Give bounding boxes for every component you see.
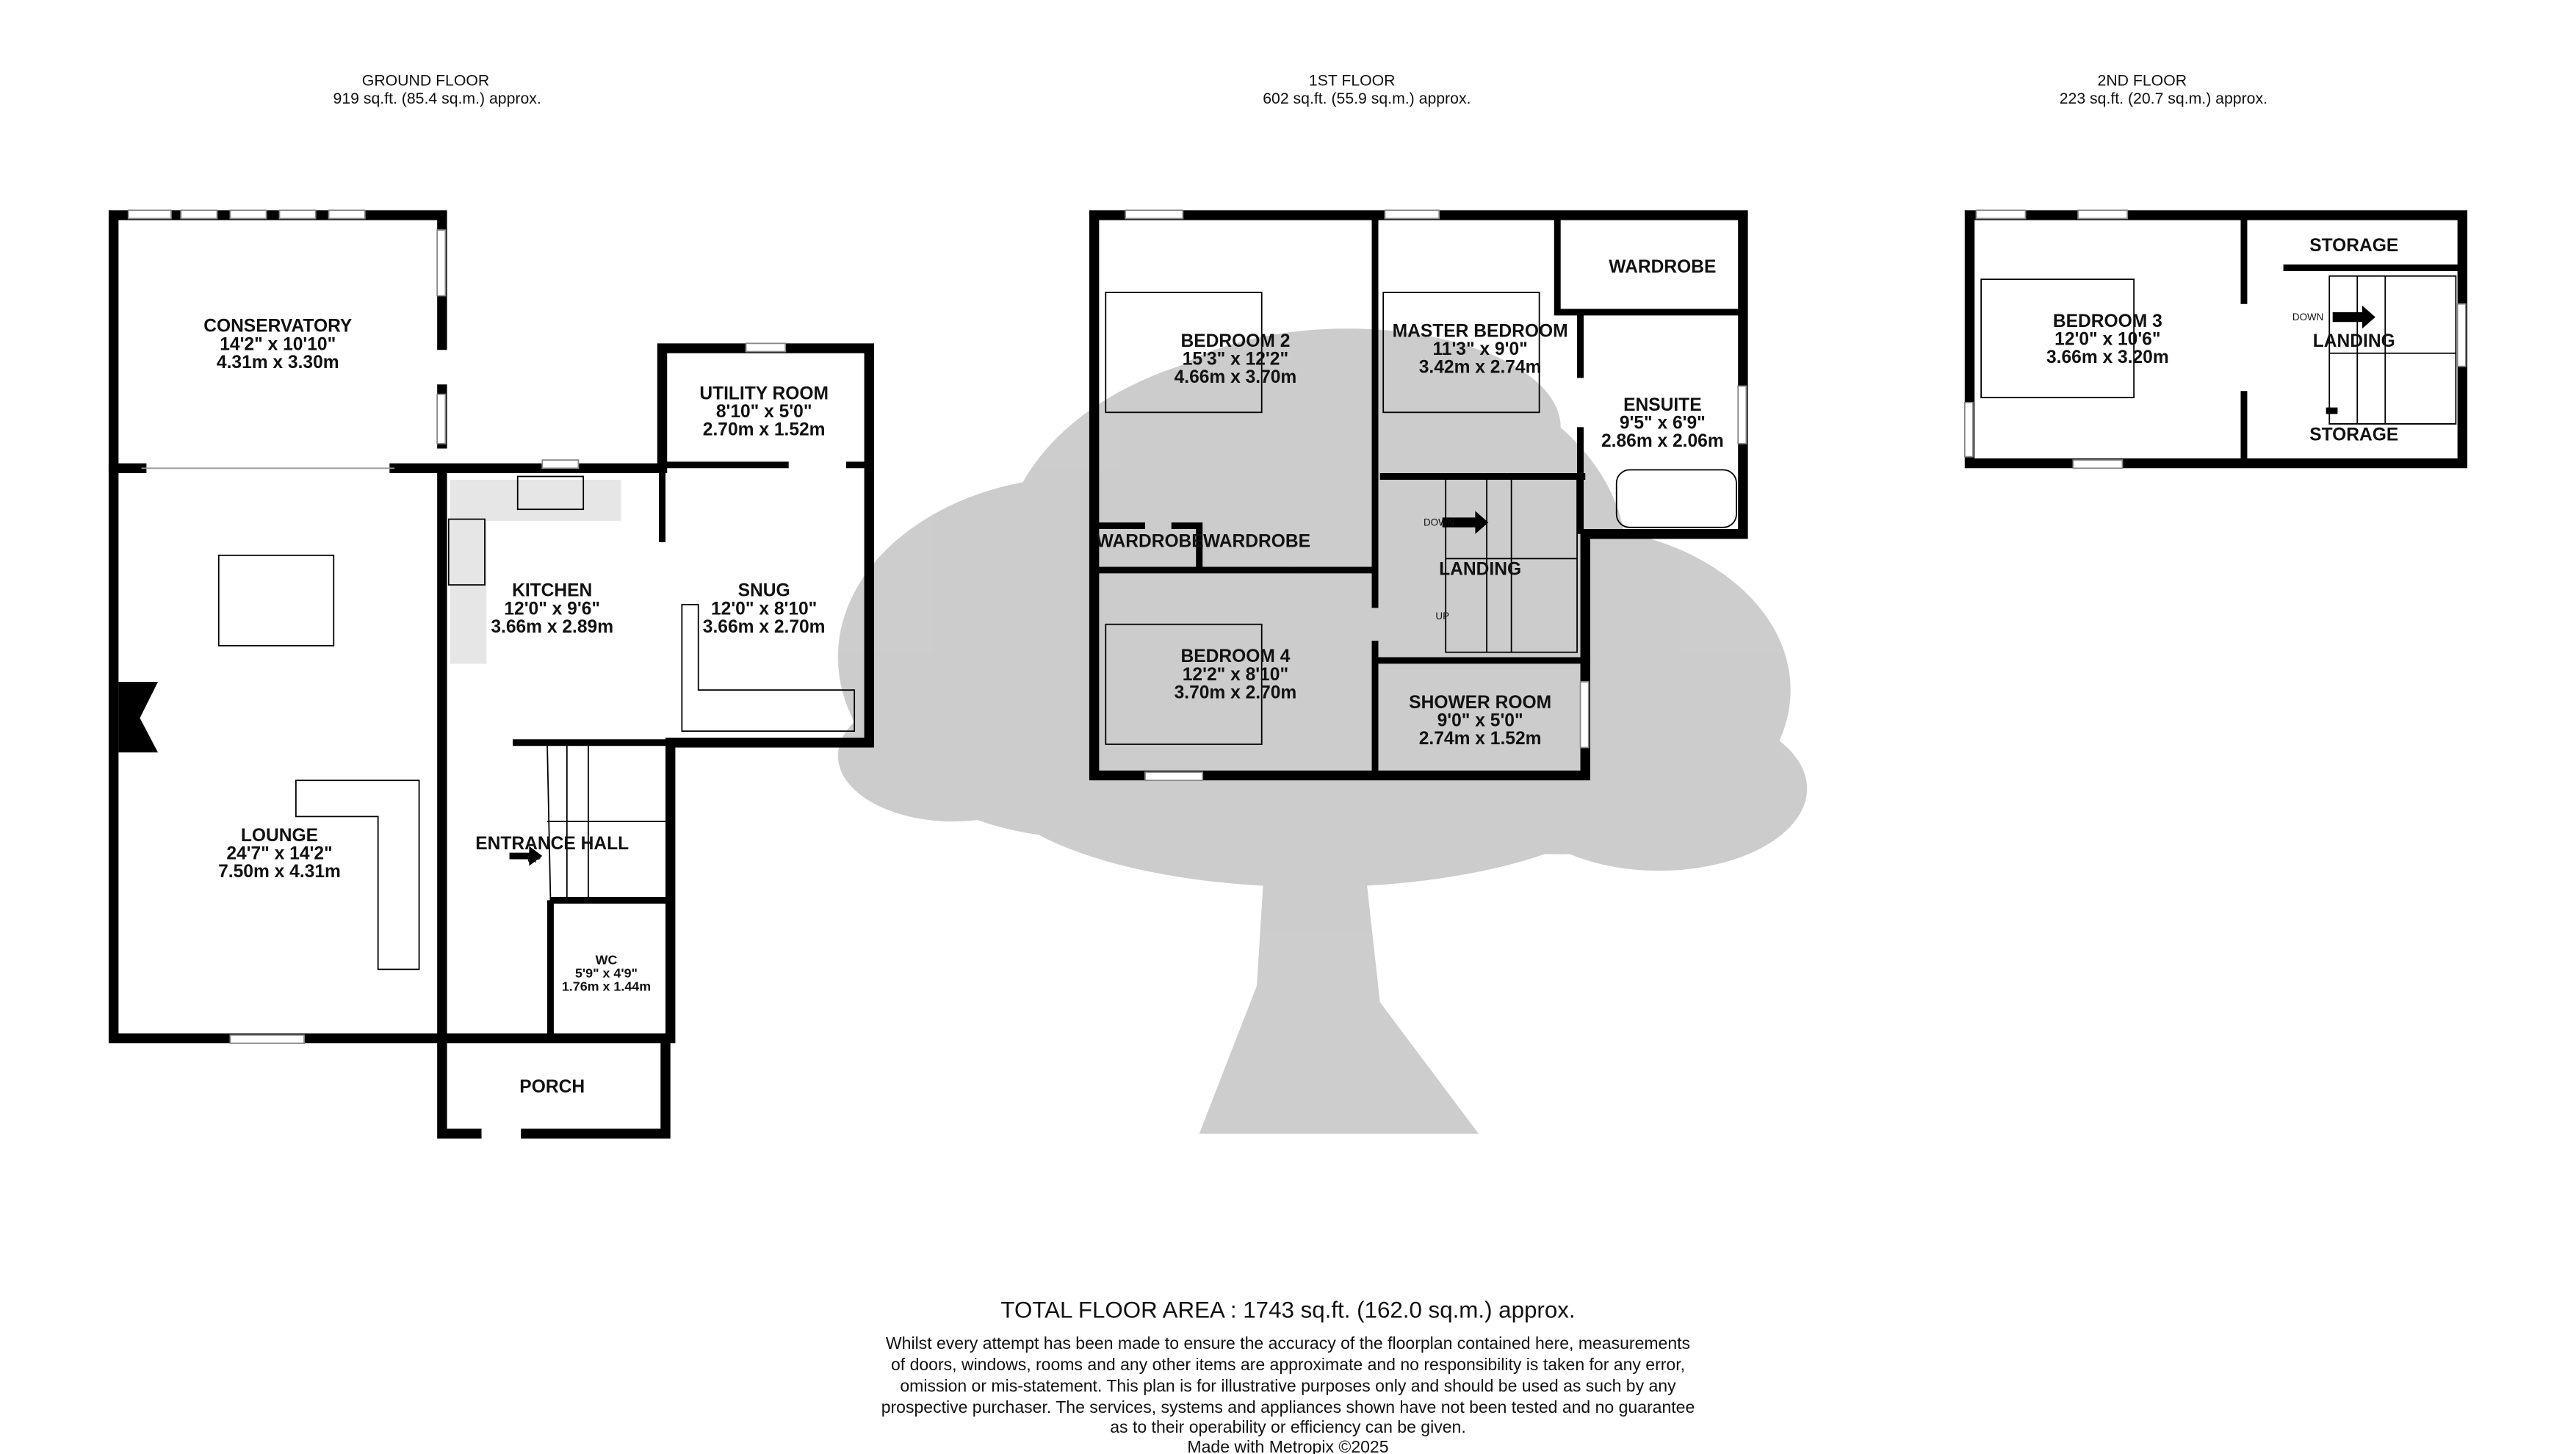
stairs-arrow-icon (2332, 305, 2375, 329)
disclaimer-line: Whilst every attempt has been made to en… (886, 1334, 1690, 1353)
bed-icon (1980, 278, 2135, 399)
total-floor-area: TOTAL FLOOR AREA : 1743 sq.ft. (162.0 sq… (1000, 1297, 1575, 1322)
disclaimer-line: omission or mis-statement. This plan is … (900, 1376, 1676, 1395)
second-floor-area: 223 sq.ft. (20.7 sq.m.) approx. (2060, 90, 2267, 107)
ground-floor-area: 919 sq.ft. (85.4 sq.m.) approx. (333, 90, 541, 107)
dining-table-icon (217, 554, 335, 647)
fireplace-icon (118, 682, 159, 753)
hob-icon (447, 518, 486, 586)
wardrobe-right-label: WARDROBE (1203, 532, 1310, 552)
stairs-up-label: UP (527, 854, 541, 865)
stairs-ground (546, 741, 671, 901)
stairs-down-label: DOWN (1424, 517, 1454, 528)
landing-label: LANDING (1439, 560, 1521, 580)
snug-sofa-icon (681, 604, 856, 732)
second-floor-title: 2ND FLOOR (2098, 71, 2187, 89)
bed-icon (1105, 623, 1263, 745)
bath-icon (1615, 469, 1737, 528)
stairs-up-label: UP (1435, 611, 1449, 622)
wardrobe-left-label: WARDROBE (1097, 532, 1204, 552)
storage-bottom-label: STORAGE (2309, 425, 2398, 445)
entrance-hall-label: ENTRANCE HALL (475, 834, 629, 854)
master-wardrobe-label: WARDROBE (1609, 257, 1716, 277)
stairs-second (2328, 275, 2457, 425)
sink-icon (516, 475, 585, 511)
stairs-arrow-icon (509, 846, 543, 866)
landing-2-label: LANDING (2313, 331, 2395, 351)
bed-icon (1382, 292, 1540, 414)
credit: Made with Metropix ©2025 (1187, 1437, 1388, 1454)
bed-icon (1105, 292, 1263, 414)
storage-top-label: STORAGE (2309, 236, 2398, 256)
second-floor-plan (1963, 209, 2468, 469)
first-floor-plan (1089, 209, 1748, 782)
porch-label: PORCH (519, 1077, 585, 1097)
first-floor-area: 602 sq.ft. (55.9 sq.m.) approx. (1263, 90, 1471, 107)
stairs-down-label: DOWN (2292, 312, 2323, 323)
stairs-arrow-icon (1442, 511, 1489, 534)
disclaimer-line: prospective purchaser. The services, sys… (881, 1397, 1695, 1417)
disclaimer-line: as to their operability or efficiency ca… (1110, 1417, 1465, 1436)
footer: TOTAL FLOOR AREA : 1743 sq.ft. (162.0 sq… (881, 1297, 1695, 1454)
sofa-icon (295, 780, 420, 971)
first-floor-title: 1ST FLOOR (1309, 71, 1396, 89)
ground-floor-plan (108, 209, 874, 1139)
stairs-first (1445, 475, 1578, 653)
disclaimer-line: of doors, windows, rooms and any other i… (891, 1355, 1685, 1374)
ground-floor-title: GROUND FLOOR (362, 71, 489, 89)
